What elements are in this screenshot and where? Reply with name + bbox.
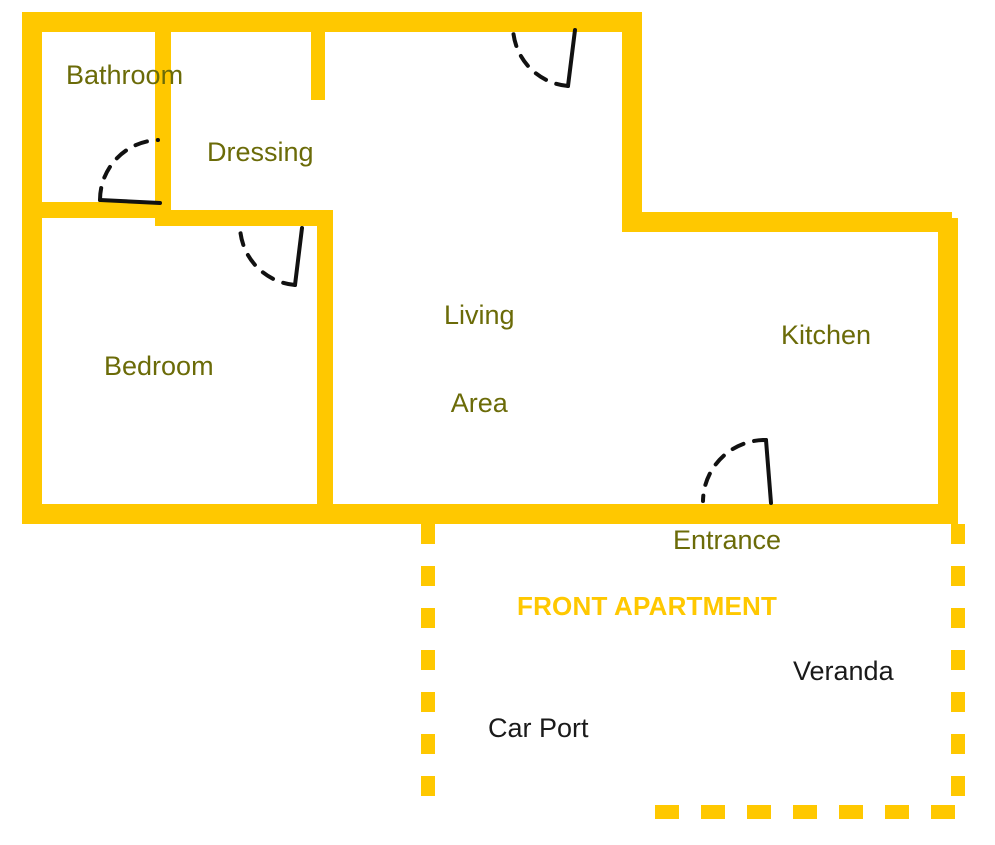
bedroom-door (238, 224, 304, 287)
living-area-door-leaf (566, 28, 577, 88)
wall-dressing-stub (311, 20, 325, 100)
wall-bedroom-top (155, 210, 331, 226)
wall-bathroom-bottom (34, 202, 171, 218)
wall-top-left (22, 12, 640, 32)
bathroom-door-swing-arc (98, 138, 160, 202)
outdoor-boundary-group (421, 524, 965, 819)
bedroom-door-swing-arc (238, 224, 297, 287)
wall-outer-left (22, 12, 42, 518)
bedroom-door-leaf (293, 226, 304, 287)
living-area-door-swing-arc (511, 26, 570, 88)
wall-kitchen-east (938, 218, 958, 518)
living-area-door (511, 26, 577, 88)
wall-living-east-upper (622, 12, 642, 224)
wall-outer-bottom (22, 504, 958, 524)
entrance-door (701, 437, 773, 505)
entrance-door-swing-arc (701, 437, 768, 503)
wall-bathroom-east (155, 20, 171, 218)
bathroom-door-leaf (98, 198, 162, 205)
bathroom-door (98, 138, 162, 205)
wall-bedroom-east (317, 210, 333, 510)
wall-kitchen-top (622, 212, 952, 232)
wall-group (22, 12, 958, 524)
entrance-door-leaf (764, 438, 773, 505)
